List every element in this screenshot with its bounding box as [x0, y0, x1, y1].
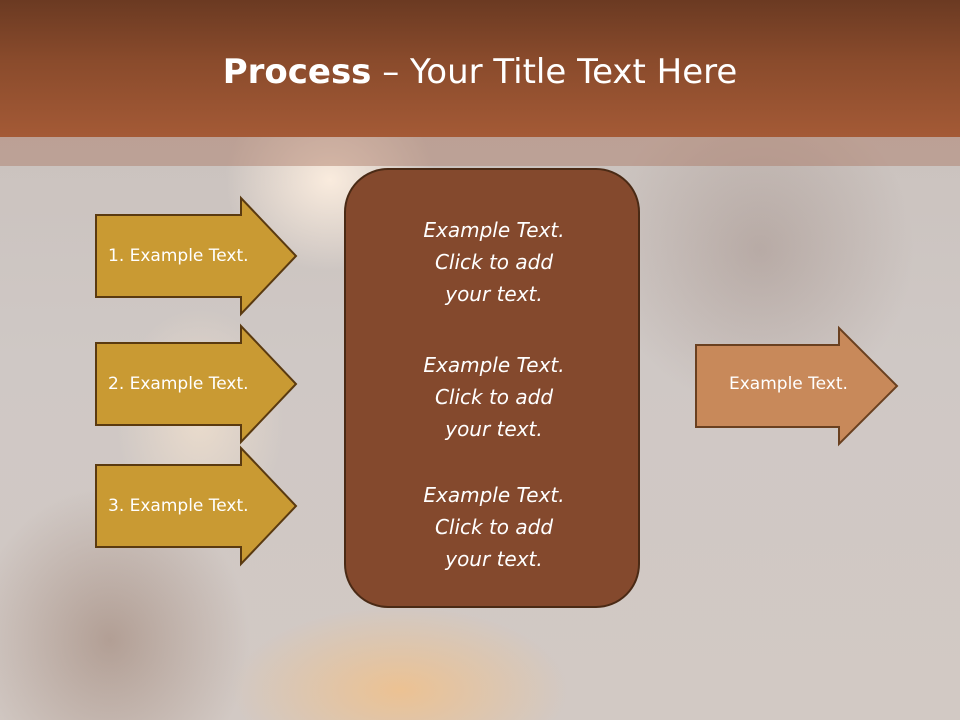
center-block-2-line1: Example Text. — [423, 353, 565, 377]
left-arrow-1[interactable] — [95, 195, 298, 317]
center-block-1-line3: your text. — [445, 282, 543, 306]
slide-title[interactable]: Process – Your Title Text Here — [0, 52, 960, 92]
header-shadow-band — [0, 137, 960, 166]
center-block-2: Example Text. Click to add your text. — [346, 349, 642, 445]
center-block-1: Example Text. Click to add your text. — [346, 214, 642, 310]
left-arrow-3-label: 3. Example Text. — [108, 496, 249, 516]
center-block-1-line1: Example Text. — [423, 218, 565, 242]
center-block-1-line2: Click to add — [434, 250, 554, 274]
title-bold: Process — [222, 52, 372, 92]
left-arrow-2-label: 2. Example Text. — [108, 374, 249, 394]
right-arrow[interactable] — [695, 325, 899, 447]
center-block-3: Example Text. Click to add your text. — [346, 479, 642, 575]
title-bar: Process – Your Title Text Here — [0, 0, 960, 137]
left-arrow-3[interactable] — [95, 445, 298, 567]
center-text-box[interactable]: Example Text. Click to add your text. Ex… — [344, 168, 640, 608]
center-block-2-line2: Click to add — [434, 385, 554, 409]
left-arrow-2[interactable] — [95, 323, 298, 445]
title-rest: – Your Title Text Here — [371, 52, 738, 92]
center-block-3-line3: your text. — [445, 547, 543, 571]
center-block-2-line3: your text. — [445, 417, 543, 441]
center-block-3-line2: Click to add — [434, 515, 554, 539]
left-arrow-1-label: 1. Example Text. — [108, 246, 249, 266]
center-block-3-line1: Example Text. — [423, 483, 565, 507]
right-arrow-label: Example Text. — [729, 374, 848, 394]
